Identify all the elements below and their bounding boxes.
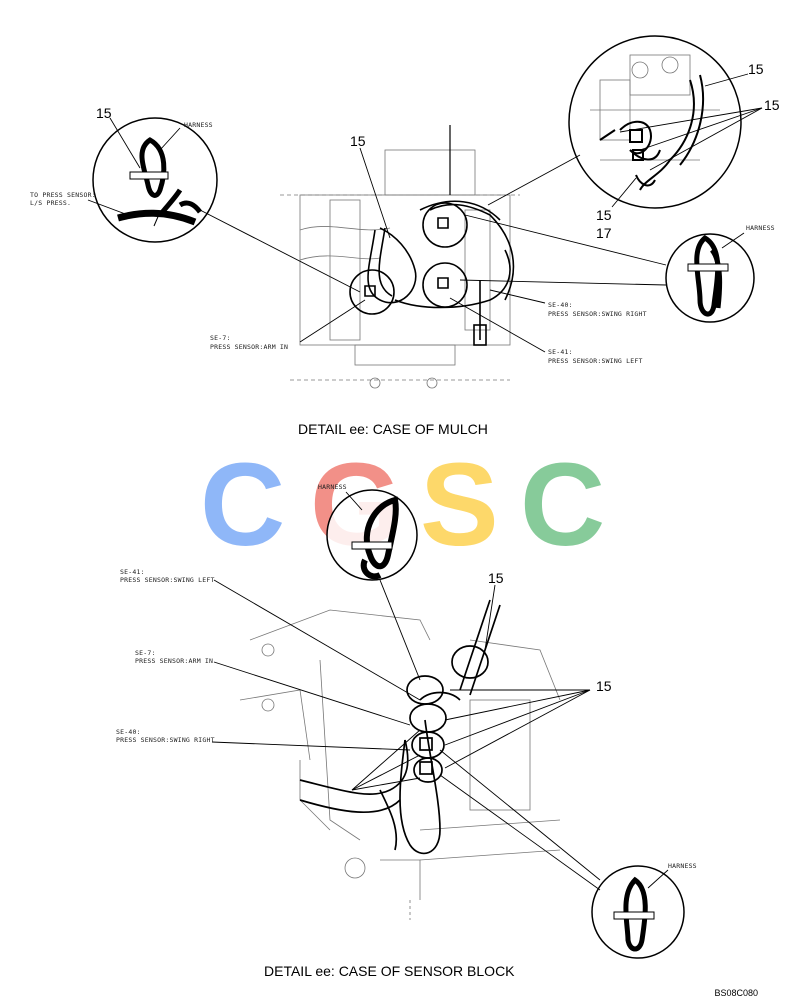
callout-15-tr-upper: 15	[748, 61, 764, 77]
top-right-zoom-circle	[568, 35, 742, 209]
callout-15-tr-lower: 15	[596, 207, 612, 223]
bottom-detail: HARNESS SE-41: PRESS SENSOR:SWING LEFT S…	[116, 483, 697, 979]
figure-code: BS08C080	[714, 988, 758, 998]
label-se41-desc-bottom: PRESS SENSOR:SWING LEFT	[120, 576, 215, 584]
bottom-detail-caption: DETAIL ee: CASE OF SENSOR BLOCK	[264, 963, 515, 979]
callout-15-tr-middle: 15	[764, 97, 780, 113]
label-se40-desc-top: PRESS SENSOR:SWING RIGHT	[548, 310, 647, 318]
label-se7-code-top: SE-7:	[210, 334, 231, 342]
callout-15-left: 15	[96, 105, 112, 121]
label-se40-code-bottom: SE-40:	[116, 728, 141, 736]
top-leader-lines	[87, 73, 763, 353]
label-harness-top-right: HARNESS	[746, 224, 775, 232]
bottom-cables	[299, 599, 501, 855]
top-harness-cables	[349, 200, 515, 346]
label-harness-bottom-right: HARNESS	[668, 862, 697, 870]
label-ls-press: L/S PRESS.	[30, 199, 71, 207]
bottom-top-harness-circle	[326, 489, 418, 581]
top-right-harness-circle	[665, 233, 755, 323]
bottom-leader-lines	[211, 491, 669, 891]
top-detail: 15 15 15 15 15 17 HARNESS TO PRESS SENSO…	[30, 35, 780, 437]
bottom-machine-background	[239, 609, 561, 920]
label-se40-code-top: SE-40:	[548, 301, 573, 309]
top-machine-background	[280, 125, 520, 389]
callout-15-bottom-right: 15	[596, 678, 612, 694]
callout-15-bottom-top: 15	[488, 570, 504, 586]
watermark-letter-1: C	[200, 439, 285, 571]
label-se41-desc-top: PRESS SENSOR:SWING LEFT	[548, 357, 643, 365]
bottom-bottom-harness-circle	[591, 865, 685, 959]
watermark-letter-4: C	[520, 439, 605, 571]
label-harness-top-left: HARNESS	[184, 121, 213, 129]
label-se40-desc-bottom: PRESS SENSOR:SWING RIGHT	[116, 736, 215, 744]
label-se7-desc-top: PRESS SENSOR:ARM IN	[210, 343, 288, 351]
label-harness-bottom-top: HARNESS	[318, 483, 347, 491]
label-to-press-sensor: TO PRESS SENSOR:	[30, 191, 96, 199]
label-se41-code-bottom: SE-41:	[120, 568, 145, 576]
label-se7-desc-bottom: PRESS SENSOR:ARM IN	[135, 657, 213, 665]
label-se41-code-top: SE-41:	[548, 348, 573, 356]
label-se7-code-bottom: SE-7:	[135, 649, 156, 657]
watermark-letter-3: S	[420, 439, 499, 571]
top-left-zoom-circle	[92, 117, 218, 243]
callout-17-tr: 17	[596, 225, 612, 241]
callout-15-mid: 15	[350, 133, 366, 149]
top-detail-caption: DETAIL ee: CASE OF MULCH	[298, 421, 488, 437]
